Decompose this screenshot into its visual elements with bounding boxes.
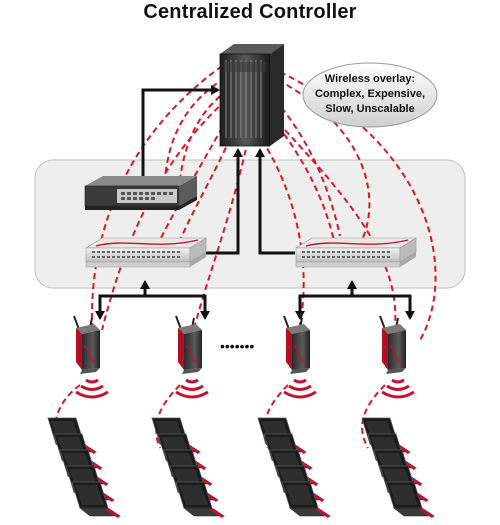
access-point-4-icon	[379, 315, 407, 375]
note-line-3: Slow, Unscalable	[325, 103, 414, 115]
laptop-stack-4-icon	[362, 418, 434, 518]
note-line-1: Wireless overlay:	[325, 73, 415, 85]
switch-left-icon	[85, 237, 207, 268]
access-point-1-icon	[73, 315, 101, 375]
access-point-3-icon	[283, 315, 311, 375]
diagram-title: Centralized Controller	[143, 1, 357, 23]
laptop-stack-3-icon	[258, 418, 330, 518]
appliance-icon	[84, 176, 197, 210]
wifi-waves-3-icon	[282, 378, 318, 399]
switch-right-icon	[295, 237, 417, 268]
laptop-stack-2-icon	[152, 418, 224, 518]
controller-chassis-icon	[219, 44, 284, 147]
uplink-arrows	[95, 85, 415, 320]
overlay-note: Wireless overlay: Complex, Expensive, Sl…	[302, 62, 438, 128]
laptop-stack-1-icon	[48, 418, 120, 518]
ellipsis-text: •••••••	[220, 338, 254, 354]
access-point-2-icon	[175, 315, 203, 375]
wifi-waves-1-icon	[74, 378, 110, 399]
wifi-waves-4-icon	[380, 378, 416, 399]
wifi-waves-2-icon	[174, 378, 210, 399]
note-line-2: Complex, Expensive,	[315, 88, 425, 100]
